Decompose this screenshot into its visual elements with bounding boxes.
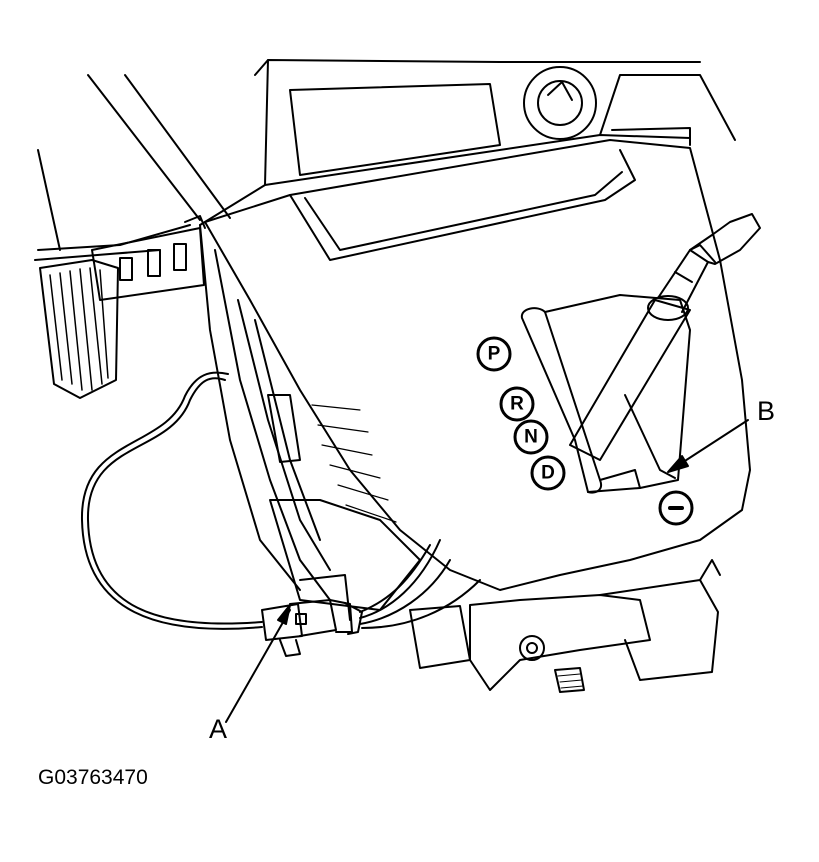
gear-label-p: P — [488, 344, 501, 365]
wire-harness — [359, 539, 481, 629]
gear-label-r: R — [510, 394, 524, 415]
gear-label-n: N — [524, 427, 538, 448]
gear-label-d: D — [541, 463, 555, 484]
leader-b — [667, 419, 749, 473]
leader-a — [225, 604, 291, 723]
callout-b: B — [757, 396, 776, 426]
callout-a: A — [209, 714, 228, 744]
sensor-wire — [80, 371, 263, 630]
left-panel-lines — [34, 74, 231, 261]
shift-lever — [569, 213, 761, 461]
console-cover — [204, 139, 751, 591]
column-rails — [199, 224, 421, 621]
gear-markers: P R N D — [476, 336, 694, 526]
pedal-bracket — [91, 215, 206, 301]
connector-a — [261, 599, 363, 657]
shift-gate — [520, 294, 691, 494]
figure-id: G03763470 — [38, 766, 148, 789]
lower-mechanism — [409, 559, 721, 693]
accelerator-pedal — [39, 259, 119, 399]
dashboard-upper — [199, 59, 736, 226]
floor-hatching — [311, 404, 397, 523]
